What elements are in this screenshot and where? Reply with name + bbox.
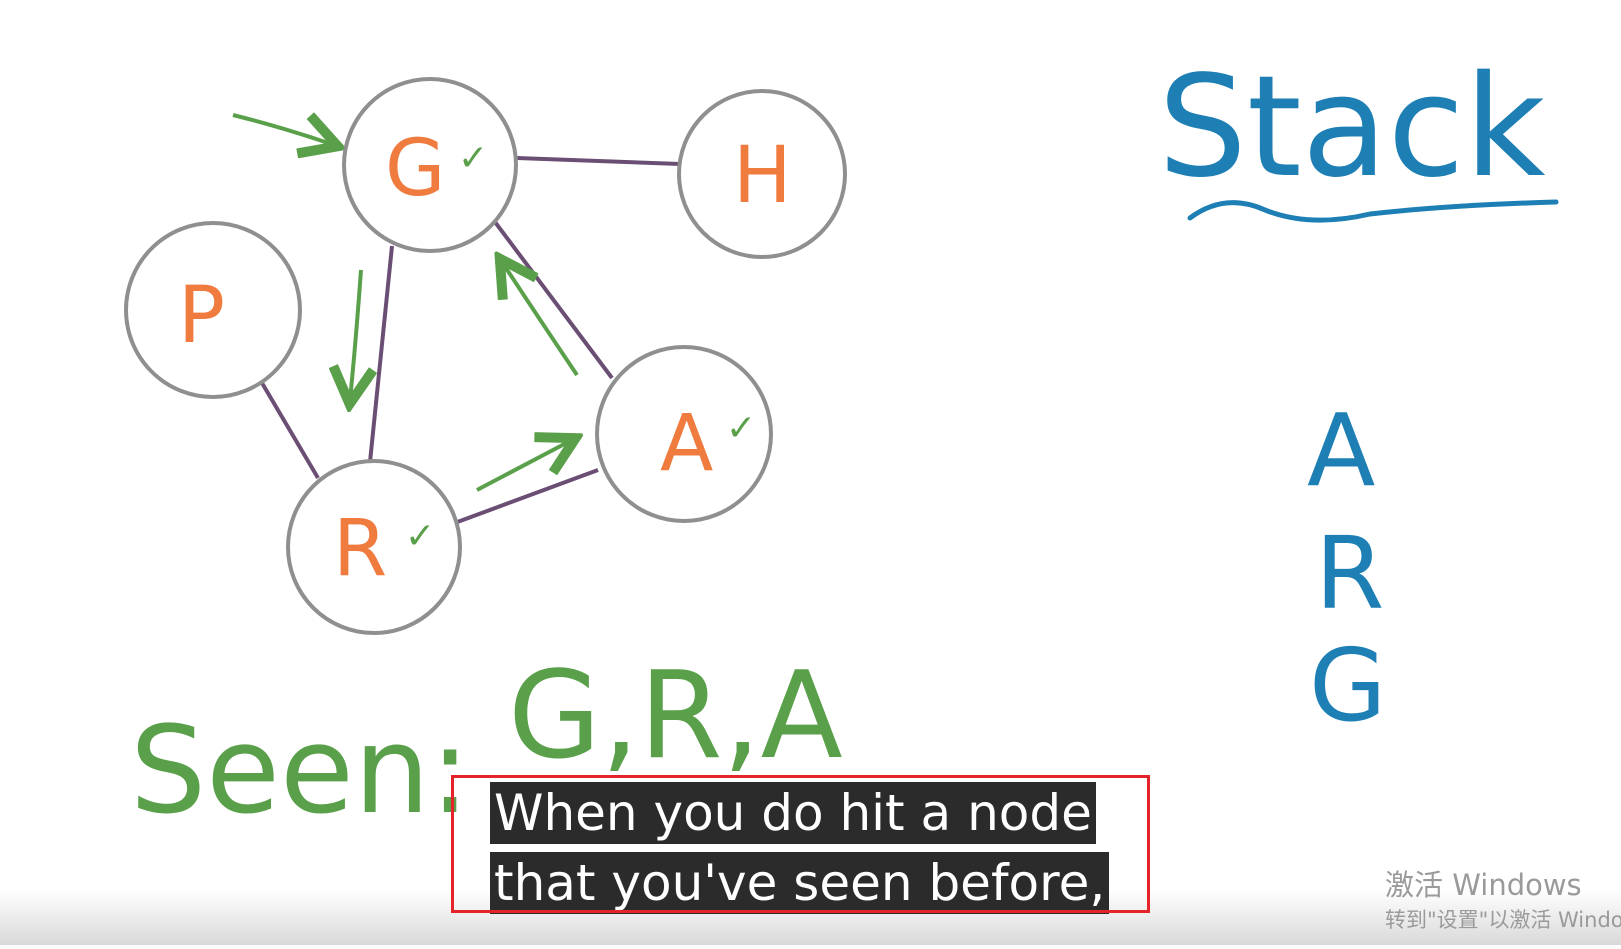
- stack-underline: [1187, 199, 1559, 223]
- node-label-H: H: [733, 131, 792, 221]
- traversal-arrows: [232, 115, 579, 492]
- caption-line-1: When you do hit a node: [490, 782, 1096, 844]
- edge-G-R: [368, 245, 394, 463]
- node-label-R: R: [333, 504, 387, 594]
- activation-watermark-hint: 转到"设置"以激活 Windows。: [1385, 908, 1621, 932]
- stack-item-0: A: [1307, 392, 1375, 509]
- caption-highlight-box: [451, 775, 1150, 913]
- activation-watermark-title: 激活 Windows: [1385, 868, 1582, 902]
- graph-nodes: G ✓ H P A ✓ R ✓: [124, 77, 847, 635]
- entry-arrow: [232, 115, 334, 145]
- check-icon: ✓: [726, 408, 756, 449]
- seen-values: G,R,A: [508, 647, 843, 786]
- stack-item-2: G: [1309, 627, 1387, 744]
- arrow-R-to-A: [476, 440, 572, 492]
- node-label-A: A: [660, 399, 713, 489]
- edge-R-A: [451, 468, 599, 526]
- node-H: H: [677, 89, 847, 259]
- edge-P-R: [260, 381, 320, 480]
- seen-label: Seen:: [130, 702, 470, 841]
- edge-G-A: [493, 220, 614, 380]
- graph-edges: [260, 156, 681, 526]
- stack-panel: Stack A R G: [1158, 46, 1559, 744]
- stack-item-1: R: [1315, 515, 1384, 632]
- check-icon: ✓: [405, 516, 435, 557]
- caption-line-2: that you've seen before,: [490, 852, 1110, 914]
- seen-list: Seen: G,R,A: [130, 647, 843, 841]
- node-label-G: G: [385, 124, 445, 214]
- node-A: A ✓: [595, 345, 773, 523]
- arrow-G-to-R: [350, 269, 361, 400]
- arrow-A-to-G: [502, 262, 579, 377]
- node-P: P: [124, 221, 302, 399]
- edge-G-H: [516, 156, 681, 166]
- node-G: G ✓: [342, 77, 518, 253]
- node-R: R ✓: [286, 459, 462, 635]
- check-icon: ✓: [458, 138, 488, 179]
- stack-title: Stack: [1158, 46, 1546, 209]
- node-label-P: P: [178, 271, 225, 361]
